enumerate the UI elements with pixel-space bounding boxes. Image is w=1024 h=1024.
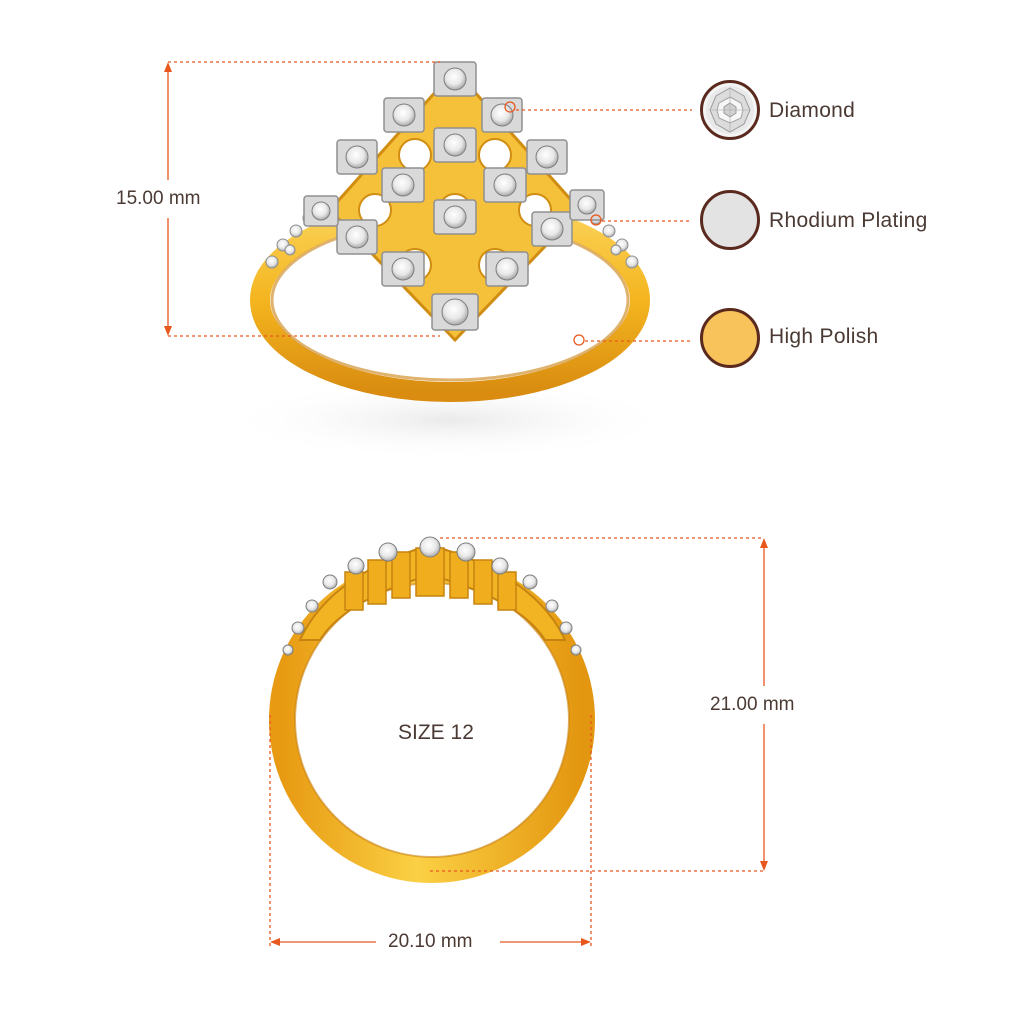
- top-view-ring: [220, 61, 680, 460]
- diamond-icon: [700, 80, 760, 140]
- front-view-ring: [269, 536, 595, 883]
- top-height-label: 15.00 mm: [116, 188, 201, 209]
- front-width-label: 20.10 mm: [388, 931, 473, 952]
- ring-shadow: [220, 380, 680, 460]
- front-width-dimension: [269, 715, 592, 946]
- right-shoulder-pave: [576, 197, 639, 269]
- legend-rhodium-label: Rhodium Plating: [769, 209, 928, 232]
- legend-polish-label: High Polish: [769, 325, 879, 348]
- lattice-head: [303, 61, 605, 343]
- gold-swatch: [700, 308, 760, 368]
- legend-diamond-label: Diamond: [769, 99, 856, 122]
- ring-size-label: SIZE 12: [398, 721, 474, 744]
- front-height-dimension: [430, 537, 768, 872]
- top-height-dimension: [164, 61, 440, 337]
- front-height-label: 21.00 mm: [710, 694, 795, 715]
- rhodium-swatch: [700, 190, 760, 250]
- legend-leaders: [504, 101, 692, 346]
